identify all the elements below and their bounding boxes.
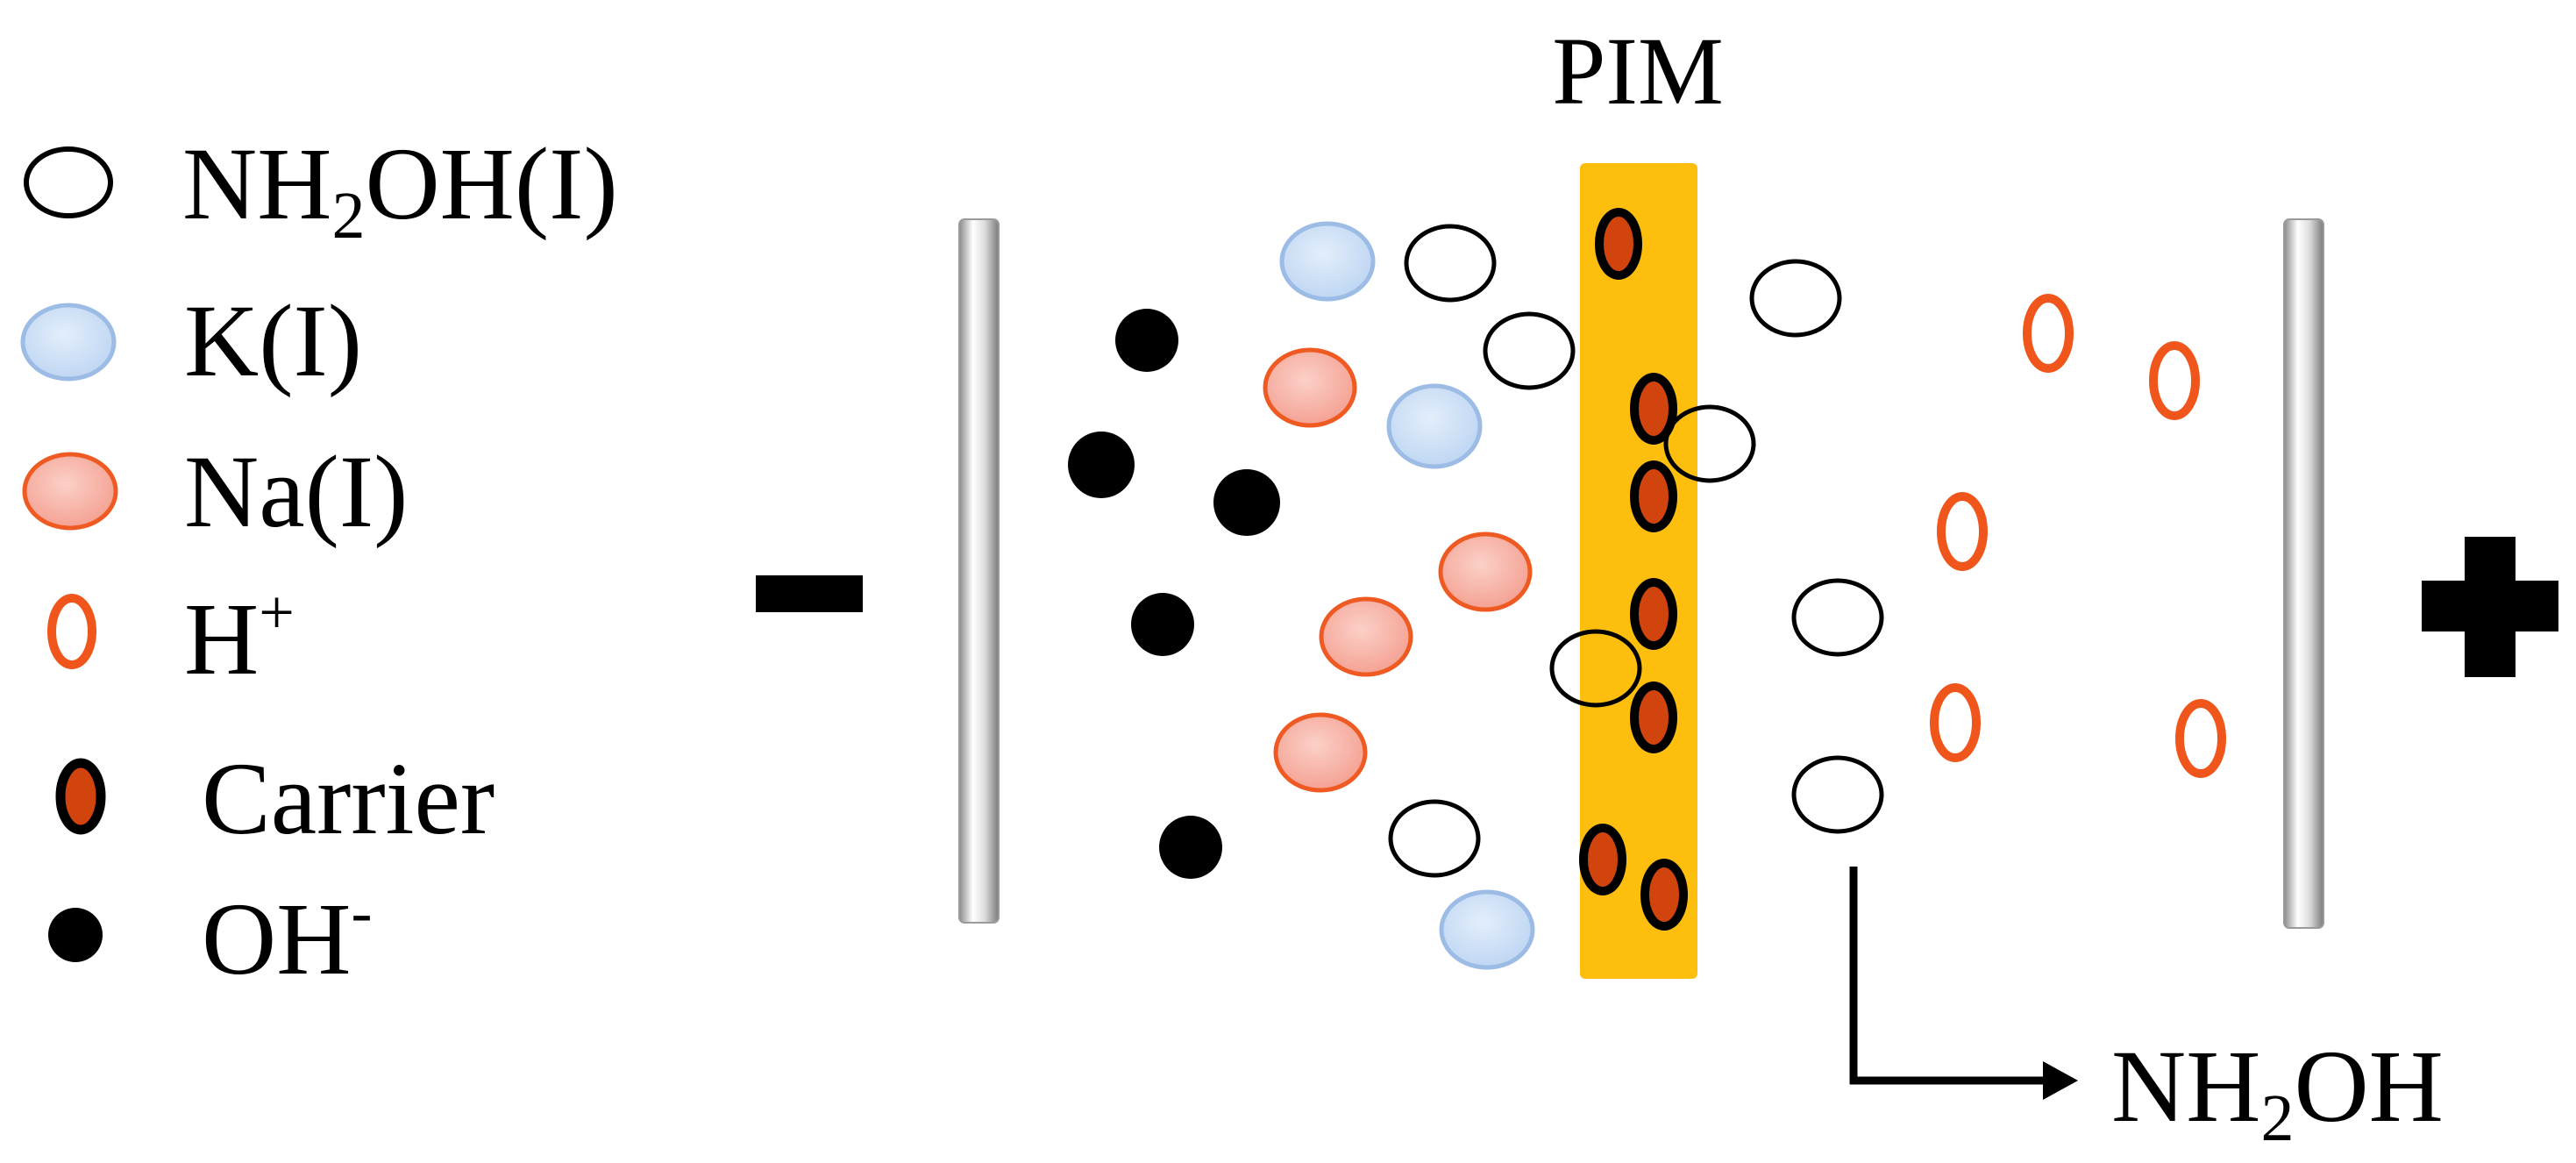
product-arrow <box>1849 867 2078 1100</box>
nh2oh-molecule <box>1749 259 1842 338</box>
legend-item-nh2oh: NH2OH(I) <box>24 126 618 253</box>
legend-item-h: H+ <box>47 577 295 696</box>
k-ion <box>1439 889 1535 970</box>
carrier <box>1630 578 1677 650</box>
carrier <box>1630 373 1677 445</box>
legend-k-label: K(I) <box>184 283 362 398</box>
nh2oh-molecule <box>1549 629 1642 708</box>
h-ion <box>2175 699 2226 778</box>
svg-text:H+: H+ <box>184 577 295 696</box>
k-ion <box>1386 383 1483 469</box>
plus-icon <box>2422 537 2558 677</box>
carrier <box>1640 859 1688 931</box>
oh-ion <box>1131 593 1194 656</box>
na-ion <box>1263 347 1357 428</box>
oh-ion <box>1213 469 1280 536</box>
k-marker-icon <box>20 303 117 382</box>
na-ion <box>1319 596 1413 677</box>
legend-h-base: H <box>184 582 259 696</box>
legend-item-oh: OH- <box>48 877 372 996</box>
membrane-label: PIM <box>1552 18 1724 125</box>
carrier <box>1630 460 1677 532</box>
svg-text:NH2OH(I): NH2OH(I) <box>182 126 618 253</box>
legend-item-carrier: Carrier <box>55 741 495 856</box>
carrier <box>1579 824 1626 895</box>
carrier <box>1595 208 1642 280</box>
nh2oh-molecule <box>1388 799 1481 878</box>
legend-item-k: K(I) <box>20 283 362 398</box>
h-ion <box>2023 294 2074 373</box>
minus-icon <box>756 575 863 612</box>
na-ion <box>1438 532 1533 612</box>
legend-nh2oh-rest: OH(I) <box>365 126 617 241</box>
strip-compartment-particles <box>1749 259 2226 834</box>
legend-oh-sup: - <box>351 877 372 947</box>
nh2oh-marker-icon <box>24 146 113 218</box>
oh-ion <box>1159 816 1222 879</box>
legend-na-label: Na(I) <box>184 434 408 549</box>
membrane-carriers <box>1549 208 1756 931</box>
k-ion <box>1279 221 1376 302</box>
legend-h-sup: + <box>259 577 295 647</box>
oh-marker-icon <box>48 908 103 962</box>
svg-text:NH2OH: NH2OH <box>2111 1029 2444 1155</box>
product-base: NH <box>2111 1029 2260 1144</box>
h-ion <box>1937 492 1988 571</box>
na-ion <box>1273 712 1368 793</box>
nh2oh-molecule <box>1663 404 1756 483</box>
legend-nh2oh-base: NH <box>182 126 331 241</box>
h-ion <box>2149 341 2200 420</box>
legend: NH2OH(I) K(I) Na(I) H+ Carrier <box>20 126 618 996</box>
nh2oh-molecule <box>1791 578 1884 657</box>
oh-ion <box>1115 309 1178 372</box>
carrier-marker-icon <box>55 758 106 835</box>
product-sub: 2 <box>2260 1081 2294 1155</box>
na-marker-icon <box>22 452 118 531</box>
feed-compartment-particles <box>1068 221 1576 970</box>
nh2oh-molecule <box>1791 755 1884 834</box>
arrow-head-icon <box>2043 1061 2078 1100</box>
nh2oh-molecule <box>1483 311 1576 390</box>
pim-membrane <box>1580 163 1697 979</box>
right-electrode <box>2283 218 2324 929</box>
legend-oh-base: OH <box>202 881 351 996</box>
legend-carrier-label: Carrier <box>202 741 495 856</box>
product-rest: OH <box>2294 1029 2443 1144</box>
nh2oh-molecule <box>1404 224 1497 303</box>
legend-item-na: Na(I) <box>22 434 408 549</box>
svg-text:OH-: OH- <box>202 877 372 996</box>
left-electrode <box>958 218 1000 924</box>
legend-nh2oh-sub: 2 <box>331 179 365 253</box>
oh-ion <box>1068 432 1135 498</box>
h-ring-marker-icon <box>47 594 96 669</box>
carrier <box>1630 681 1677 753</box>
h-ion <box>1930 683 1981 762</box>
